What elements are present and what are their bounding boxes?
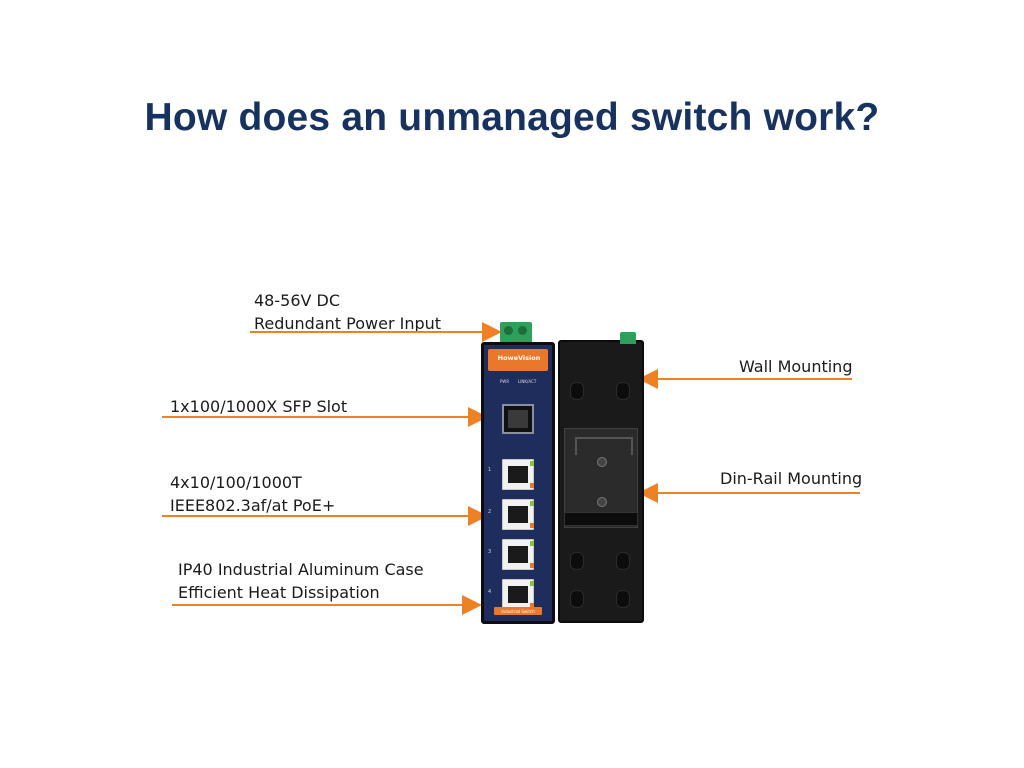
switch-side-panel xyxy=(558,332,644,623)
mounting-hole-icon xyxy=(570,590,584,608)
sfp-callout-line1: 1x100/1000X SFP Slot xyxy=(170,397,348,416)
port-number: 3 xyxy=(488,549,492,555)
rj45-port-icon xyxy=(502,459,534,490)
port-number: 2 xyxy=(488,509,492,515)
wall-callout-line1: Wall Mounting xyxy=(739,357,853,376)
side-connector-tab xyxy=(620,332,636,344)
brand-label: HoweVision xyxy=(497,354,541,362)
port-number: 1 xyxy=(488,467,492,473)
mounting-hole-icon xyxy=(616,382,630,400)
rj45-port-icon xyxy=(502,579,534,610)
led-label-pwr: PWR xyxy=(500,379,510,384)
dinrail-callout-line1: Din-Rail Mounting xyxy=(720,469,863,488)
page-title: How does an unmanaged switch work? xyxy=(144,96,880,139)
dinrail-callout: Din-Rail Mounting xyxy=(720,467,862,490)
ports-callout: 4x10/100/1000T IEEE802.3af/at PoE+ xyxy=(170,471,335,517)
rail-slot xyxy=(564,512,638,526)
case-callout-line2: Efficient Heat Dissipation xyxy=(178,583,380,602)
switch-device: HoweVision PWR LINK/ACT 1 2 3 4 Industri… xyxy=(478,322,644,624)
sfp-callout: 1x100/1000X SFP Slot xyxy=(170,395,347,418)
case-callout: IP40 Industrial Aluminum Case Efficient … xyxy=(178,558,424,604)
rj45-port-icon xyxy=(502,539,534,570)
port-number: 4 xyxy=(488,589,492,595)
power-callout-line1: 48-56V DC xyxy=(254,291,341,310)
mounting-hole-icon xyxy=(616,590,630,608)
rj45-port-icon xyxy=(502,499,534,530)
wall-callout: Wall Mounting xyxy=(739,355,852,378)
switch-front-panel: HoweVision PWR LINK/ACT 1 2 3 4 Industri… xyxy=(481,342,555,624)
ports-callout-line1: 4x10/100/1000T xyxy=(170,473,302,492)
power-callout-line2: Redundant Power Input xyxy=(254,314,442,333)
mounting-hole-icon xyxy=(570,382,584,400)
sfp-slot-icon xyxy=(502,404,534,434)
model-plate xyxy=(494,607,542,615)
ports-callout-line2: IEEE802.3af/at PoE+ xyxy=(170,496,336,515)
brand-plate xyxy=(488,349,548,371)
led-label-link: LINK/ACT xyxy=(518,379,537,384)
model-label: Industrial Switch xyxy=(501,609,535,614)
mounting-hole-icon xyxy=(570,552,584,570)
case-callout-line1: IP40 Industrial Aluminum Case xyxy=(178,560,424,579)
din-rail-clip-icon xyxy=(564,428,638,528)
power-connector-icon xyxy=(500,322,532,344)
mounting-hole-icon xyxy=(616,552,630,570)
power-callout: 48-56V DC Redundant Power Input xyxy=(254,289,441,335)
